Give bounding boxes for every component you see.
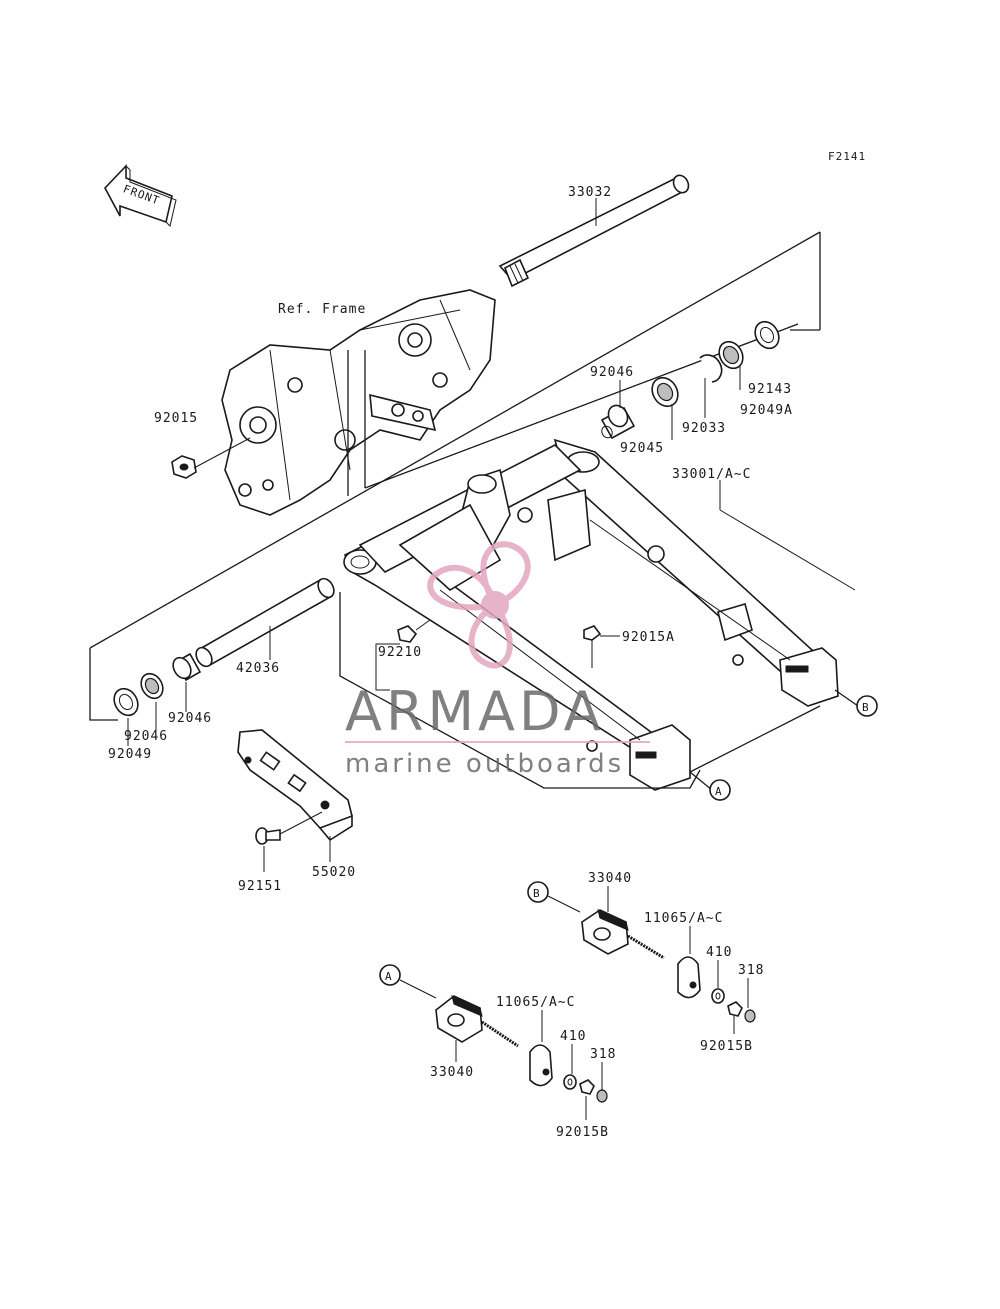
label-92045: 92045 <box>620 441 664 456</box>
svg-text:B: B <box>862 701 870 714</box>
frame-reference <box>221 289 496 516</box>
ref-frame-label: Ref. Frame <box>278 302 366 317</box>
label-92049: 92049 <box>108 747 152 762</box>
screw-92151 <box>255 827 281 845</box>
washer-plate-11065-a <box>529 1044 553 1087</box>
label-42036: 42036 <box>236 661 280 676</box>
front-arrow-icon: FRONT <box>104 164 177 227</box>
nut-92015b-a <box>579 1079 595 1095</box>
swingarm-33001 <box>343 438 839 791</box>
label-33040-b: 33040 <box>588 871 632 886</box>
figure-code: F2141 <box>828 150 866 163</box>
nut-92015 <box>171 455 197 479</box>
callout-a-main: A <box>709 779 731 801</box>
label-92015a: 92015A <box>622 630 675 645</box>
washer-plate-11065-b <box>677 956 701 999</box>
label-92015b-b: 92015B <box>700 1039 753 1054</box>
svg-text:A: A <box>715 785 723 798</box>
label-33040-a: 33040 <box>430 1065 474 1080</box>
bolt-92015a <box>583 625 602 668</box>
label-92049a: 92049A <box>740 403 793 418</box>
label-318-a: 318 <box>590 1047 616 1062</box>
label-33001: 33001/A~C <box>672 467 751 482</box>
adjuster-block-33040-a <box>435 995 483 1043</box>
watermark: ARMADA marine outboards <box>345 541 650 779</box>
label-55020: 55020 <box>312 865 356 880</box>
callout-a-sub: A <box>379 964 401 986</box>
nut-318-a <box>596 1089 608 1103</box>
label-11065-b: 11065/A~C <box>644 911 723 926</box>
watermark-brand: ARMADA <box>345 680 605 743</box>
label-92046-b: 92046 <box>124 729 168 744</box>
bearing-stack-right <box>600 320 780 440</box>
label-92143: 92143 <box>748 382 792 397</box>
label-33032: 33032 <box>568 185 612 200</box>
label-92046-top: 92046 <box>590 365 634 380</box>
label-318-b: 318 <box>738 963 764 978</box>
label-92210: 92210 <box>378 645 422 660</box>
callout-b-main: B <box>856 695 878 717</box>
label-92033: 92033 <box>682 421 726 436</box>
fitting-92210 <box>397 619 431 643</box>
propeller-logo-icon <box>427 541 531 669</box>
nut-318-b <box>744 1009 756 1023</box>
svg-text:B: B <box>533 887 541 900</box>
sleeve-42036 <box>195 577 335 668</box>
label-11065-a: 11065/A~C <box>496 995 575 1010</box>
bearing-stack-left <box>113 652 202 717</box>
label-92015: 92015 <box>154 411 198 426</box>
svg-text:A: A <box>385 970 393 983</box>
chain-guide-55020 <box>237 729 353 842</box>
adjuster-block-33040-b <box>581 909 629 955</box>
label-410-a: 410 <box>560 1029 586 1044</box>
washer-410-a <box>563 1074 577 1090</box>
label-92015b-a: 92015B <box>556 1125 609 1140</box>
nut-92015b-b <box>727 1001 743 1017</box>
watermark-tagline: marine outboards <box>345 749 624 779</box>
label-410-b: 410 <box>706 945 732 960</box>
callout-b-sub: B <box>527 881 549 903</box>
label-92046-a: 92046 <box>168 711 212 726</box>
pivot-shaft-33032 <box>498 174 690 288</box>
washer-410-b <box>711 988 725 1004</box>
label-92151: 92151 <box>238 879 282 894</box>
